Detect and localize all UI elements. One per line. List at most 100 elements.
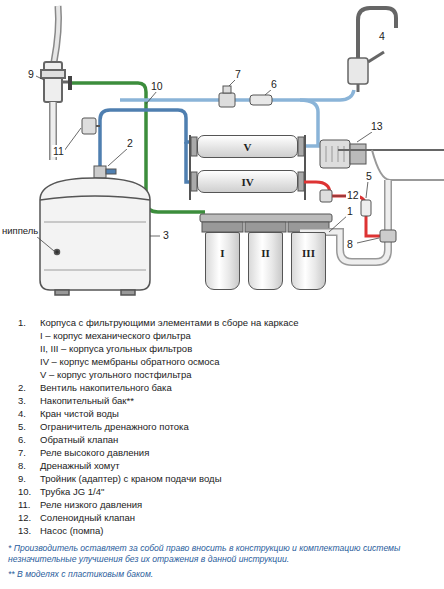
inlet-pipe: [54, 6, 59, 62]
tap: [348, 8, 396, 92]
storage-tank: [121, 290, 135, 295]
drain-tube: [304, 182, 382, 236]
leader-line: [36, 76, 44, 80]
leader-line: [329, 215, 348, 232]
tank-tube: [100, 110, 196, 170]
tap: [357, 84, 360, 92]
list-text: Насос (помпа): [40, 526, 103, 537]
pump: [350, 144, 366, 164]
tank-valve: [94, 166, 106, 178]
list-number: 5.: [18, 422, 26, 433]
callout-number: 5: [365, 170, 373, 182]
leader-line: [357, 132, 372, 142]
list-text: II, III – корпуса угольных фильтров: [40, 344, 192, 355]
inlet-pipe: [44, 62, 62, 102]
list-text: Накопительный бак**: [40, 396, 134, 407]
drain-clamp: [380, 230, 396, 242]
callout-number: 9: [27, 68, 35, 80]
list-text: Трубка JG 1/4": [40, 487, 104, 498]
storage-tank: [55, 290, 69, 295]
check-valve: [250, 95, 272, 105]
leader-line: [366, 181, 368, 198]
callout-number: 8: [346, 238, 354, 250]
storage-tank: [55, 250, 60, 255]
tank-valve: [94, 166, 116, 178]
list-text: I – корпус механического фильтра: [40, 331, 191, 342]
clean-tube: [300, 90, 354, 100]
flow-restrictor: [361, 200, 371, 216]
sink: [372, 150, 444, 180]
tap: [348, 58, 368, 84]
tank-tube: [100, 110, 196, 182]
frame: [200, 214, 332, 222]
storage-tank: [40, 178, 150, 290]
check-valve: [250, 95, 272, 105]
filter-housing: III: [291, 232, 326, 290]
list-text: Реле низкого давления: [40, 500, 142, 511]
inlet-pipe: [41, 70, 65, 78]
list-number: 6.: [18, 435, 26, 446]
high-pressure-relay: [223, 86, 231, 93]
drain-clamp: [380, 230, 396, 242]
list-text: Тройник (адаптер) с краном подачи воды: [40, 474, 221, 485]
sink: [340, 180, 388, 262]
flow-restrictor: [361, 200, 371, 216]
callout-number: 6: [270, 78, 278, 90]
solenoid: [320, 190, 332, 202]
housing-numeral: V: [244, 141, 252, 153]
callout-number: 1: [346, 205, 354, 217]
sink: [340, 180, 388, 262]
tap: [358, 8, 396, 58]
housing-numeral: IV: [241, 176, 253, 188]
frame: [202, 222, 243, 232]
list-text: Кран чистой воды: [40, 409, 119, 420]
housing-numeral: II: [261, 247, 270, 259]
tank-valve: [106, 169, 116, 174]
pump: [320, 140, 366, 168]
low-pressure-relay: [82, 118, 96, 134]
leader-line: [357, 238, 379, 243]
housing-caps: [298, 172, 304, 191]
filter-housing: II: [248, 232, 283, 290]
list-number: 10.: [18, 487, 31, 498]
inlet-pipe: [54, 6, 59, 62]
callout-number: 13: [370, 120, 384, 132]
leader-line: [146, 91, 157, 104]
high-pressure-relay: [219, 86, 235, 107]
callout-number: 3: [162, 229, 170, 241]
list-text: Ограничитель дренажного потока: [40, 422, 189, 433]
inlet-pipe: [41, 6, 70, 160]
list-number: 8.: [18, 461, 26, 472]
list-text: V – корпус угольного постфильтра: [40, 370, 192, 381]
list-number: 9.: [18, 474, 26, 485]
housing-numeral: I: [220, 247, 224, 259]
footnote: ** В моделях с пластиковым баком.: [8, 569, 436, 580]
list-text: Дренажный хомут: [40, 461, 120, 472]
leader-line: [150, 236, 160, 237]
callout-number: 4: [378, 30, 386, 42]
list-number: 13.: [18, 526, 31, 537]
list-text: Обратный клапан: [40, 435, 118, 446]
callout-number: 12: [346, 189, 360, 201]
callout-number: 2: [126, 137, 134, 149]
low-pressure-relay: [96, 125, 100, 127]
list-text: Вентиль накопительного бака: [40, 383, 172, 394]
list-text: Корпуса с фильтрующими элементами в сбор…: [40, 318, 299, 329]
housing-caps: [298, 137, 304, 156]
list-number: 12.: [18, 513, 31, 524]
callout-number: 10: [150, 80, 164, 92]
list-number: 11.: [18, 500, 31, 511]
list-number: 3.: [18, 396, 26, 407]
high-pressure-relay: [219, 93, 235, 107]
list-text: IV – корпус мембраны обратного осмоса: [40, 357, 220, 368]
frame: [190, 135, 305, 200]
low-pressure-relay: [82, 118, 100, 134]
solenoid: [320, 190, 332, 202]
list-number: 7.: [18, 448, 26, 459]
sink: [338, 149, 444, 151]
leader-line: [64, 128, 81, 151]
part-name: ниппель: [1, 226, 39, 237]
list-text: Соленоидный клапан: [40, 513, 135, 524]
list-number: 2.: [18, 383, 26, 394]
filter-housing: I: [205, 232, 240, 290]
